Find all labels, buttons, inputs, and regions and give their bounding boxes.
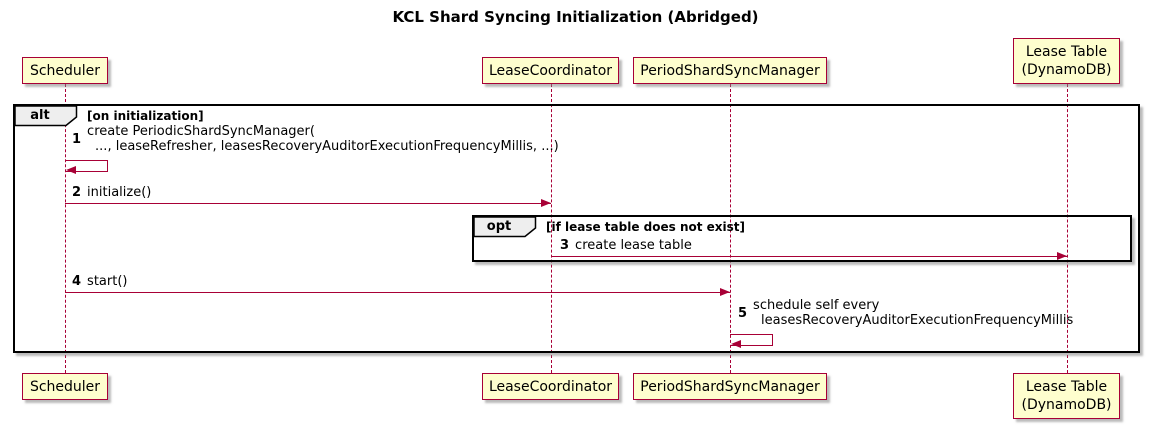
participant-label-line1: Lease Table [1025, 379, 1108, 395]
participant-label: PeriodShardSyncManager [640, 62, 820, 79]
participant-lease-coordinator-bottom: LeaseCoordinator [482, 373, 619, 400]
message-5-arrowhead [731, 340, 741, 348]
participant-scheduler-bottom: Scheduler [22, 373, 108, 400]
message-1-self-arrow [65, 160, 108, 172]
message-5-self-arrow [730, 334, 773, 346]
message-4-label: 4 start() [72, 274, 127, 289]
lifeline-scheduler [64, 84, 66, 373]
message-2-label: 2 initialize() [72, 185, 151, 200]
message-2-arrow [65, 202, 551, 204]
message-4-text: start() [87, 274, 128, 289]
message-2-arrowhead [541, 199, 551, 207]
message-5-line1: schedule self every [753, 298, 880, 313]
message-3-text: create lease table [575, 238, 692, 253]
diagram-title: KCL Shard Syncing Initialization (Abridg… [392, 8, 759, 26]
message-2-text: initialize() [87, 185, 152, 200]
message-3-arrowhead [1057, 252, 1067, 260]
lifeline-period-shard-sync-manager [729, 84, 731, 373]
participant-label: LeaseCoordinator [488, 378, 613, 395]
participant-label-line1: Lease Table [1025, 44, 1108, 60]
participant-lease-coordinator-top: LeaseCoordinator [482, 57, 619, 84]
participant-period-shard-sync-manager-bottom: PeriodShardSyncManager [633, 373, 827, 400]
alt-guard: [on initialization] [87, 109, 204, 123]
participant-label-line2: (DynamoDB) [1021, 397, 1112, 413]
message-4-arrowhead [720, 288, 730, 296]
alt-frame [13, 104, 1140, 353]
participant-period-shard-sync-manager-top: PeriodShardSyncManager [633, 57, 827, 84]
message-3-label: 3 create lease table [560, 238, 692, 253]
message-1-line2: ..., leaseRefresher, leasesRecoveryAudit… [95, 139, 559, 154]
participant-label: PeriodShardSyncManager [640, 378, 820, 395]
message-1-label: 1 create PeriodicShardSyncManager( ..., … [72, 124, 559, 154]
participant-label: LeaseCoordinator [488, 62, 613, 79]
message-1-arrowhead [66, 166, 76, 174]
participant-lease-table-bottom: Lease Table (DynamoDB) [1013, 373, 1120, 419]
participant-lease-table-top: Lease Table (DynamoDB) [1013, 38, 1120, 84]
participant-label-line2: (DynamoDB) [1021, 62, 1112, 78]
lifeline-lease-table [1066, 84, 1068, 373]
message-5-line2: leasesRecoveryAuditorExecutionFrequencyM… [761, 313, 1074, 328]
message-5-label: 5 schedule self every leasesRecoveryAudi… [738, 298, 1073, 328]
message-1-line1: create PeriodicShardSyncManager( [87, 124, 315, 139]
opt-operator-pentagon [474, 217, 537, 238]
message-5-seq: 5 [738, 305, 748, 321]
participant-label: Scheduler [29, 378, 101, 395]
message-3-seq: 3 [560, 238, 570, 253]
lifeline-lease-coordinator [550, 84, 552, 373]
opt-frame [472, 215, 1132, 262]
opt-operator-label: opt [486, 219, 512, 234]
alt-operator-pentagon [15, 106, 78, 127]
message-1-seq: 1 [72, 131, 82, 147]
alt-operator-label: alt [30, 108, 50, 123]
participant-label: Scheduler [29, 62, 101, 79]
message-4-arrow [65, 291, 730, 293]
message-2-seq: 2 [72, 185, 82, 200]
opt-guard: [if lease table does not exist] [546, 220, 746, 234]
message-4-seq: 4 [72, 274, 82, 289]
participant-scheduler-top: Scheduler [22, 57, 108, 84]
message-3-arrow [551, 255, 1067, 257]
